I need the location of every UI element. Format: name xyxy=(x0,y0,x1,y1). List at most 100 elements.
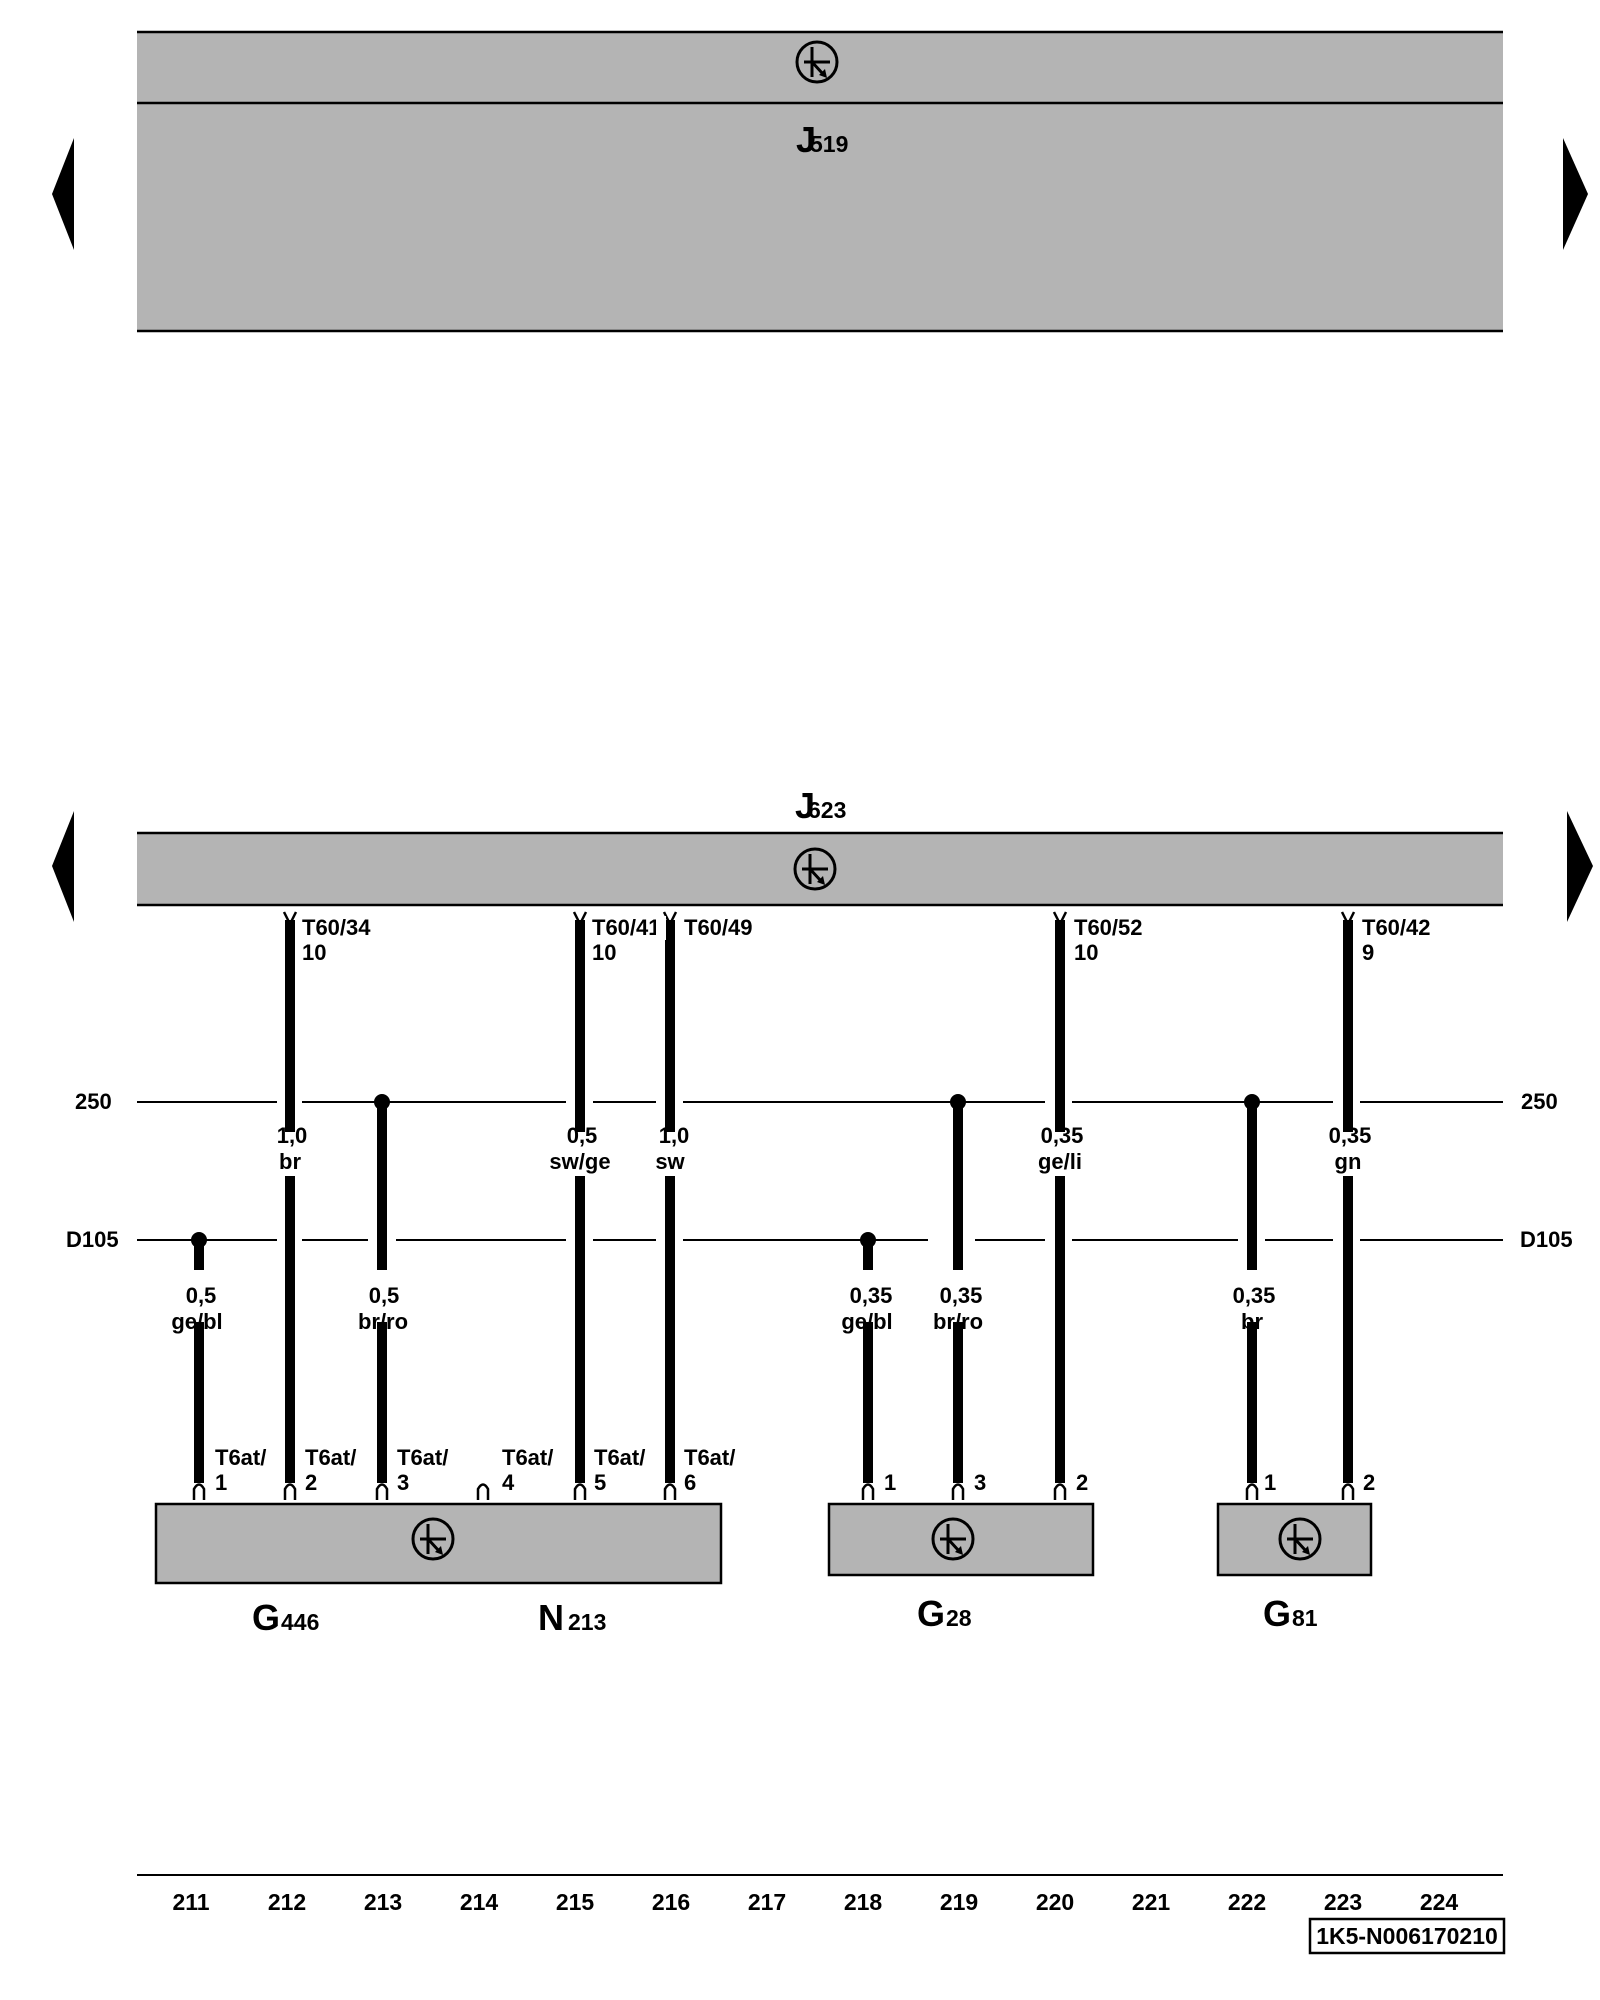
diagram-code-box: 1K5-N006170210 xyxy=(1308,1917,1506,1955)
ecu-pin-num: 10 xyxy=(302,940,326,965)
wire-gauge: 0,35 xyxy=(1329,1123,1372,1148)
reference-label-250: 250 xyxy=(1521,1089,1558,1114)
connector-pin-number: 2 xyxy=(305,1470,317,1495)
ecu-pin-id: T60/42 xyxy=(1362,915,1431,940)
connector-pin-number: 1 xyxy=(215,1470,227,1495)
column-number: 223 xyxy=(1324,1889,1362,1915)
reference-label-d105: D105 xyxy=(1520,1227,1573,1252)
component-number: 28 xyxy=(946,1605,972,1631)
column-number: 220 xyxy=(1036,1889,1074,1915)
connector-pin-number: 2 xyxy=(1076,1470,1088,1495)
ecu-pin-id: T60/49 xyxy=(684,915,753,940)
column-number: 215 xyxy=(556,1889,595,1915)
component-g81 xyxy=(1216,1502,1373,1577)
module-letter: J xyxy=(796,119,816,160)
wire-gauge: 0,35 xyxy=(940,1283,983,1308)
connector-pin-number: 1 xyxy=(1264,1470,1276,1495)
wires xyxy=(194,920,1353,1483)
module-j519: J 519 xyxy=(137,30,1503,333)
connector-pin-number: 4 xyxy=(502,1470,515,1495)
module-number: 623 xyxy=(808,797,846,823)
wire-gauge: 1,0 xyxy=(659,1123,690,1148)
module-letter: J xyxy=(795,785,815,826)
ecu-pin-labels: T60/34 10 T60/41 10 T60/49 T60/52 10 T60… xyxy=(302,915,1431,965)
component-number: 81 xyxy=(1292,1605,1318,1631)
connector-pin-prefix: T6at/ xyxy=(502,1445,553,1470)
column-number: 217 xyxy=(748,1889,786,1915)
wire-color: br xyxy=(279,1149,301,1174)
column-number: 213 xyxy=(364,1889,402,1915)
ecu-plug-symbols xyxy=(282,910,1356,926)
wire-gauge: 0,5 xyxy=(186,1283,217,1308)
component-number: 213 xyxy=(568,1609,606,1635)
wire-labels-upper: 1,0 br 0,5 sw/ge 1,0 sw 0,35 ge/li 0,35 … xyxy=(277,1123,1372,1174)
component-plug-symbols xyxy=(192,1483,1355,1502)
component-g446-n213 xyxy=(154,1502,723,1585)
wire-color: br xyxy=(1241,1309,1263,1334)
wire-gauge: 0,5 xyxy=(369,1283,400,1308)
column-numbers: 211 212 213 214 215 216 217 218 219 220 221 222 223 2… xyxy=(172,1889,1458,1915)
reference-label-250: 250 xyxy=(75,1089,112,1114)
splice-point xyxy=(950,1094,966,1110)
component-letter: N xyxy=(538,1597,564,1638)
connector-pin-number: 6 xyxy=(684,1470,696,1495)
wire-color: sw xyxy=(655,1149,685,1174)
splice-point xyxy=(191,1232,207,1248)
wire-gauge: 0,35 xyxy=(850,1283,893,1308)
splice-dots xyxy=(191,1094,1260,1248)
connector-pin-number: 5 xyxy=(594,1470,606,1495)
column-number: 222 xyxy=(1228,1889,1266,1915)
ecu-pin-id: T60/34 xyxy=(302,915,371,940)
wire-color: sw/ge xyxy=(549,1149,610,1174)
column-number: 211 xyxy=(172,1889,209,1915)
column-number: 216 xyxy=(652,1889,690,1915)
column-number: 221 xyxy=(1132,1889,1171,1915)
wire-labels-lower: 0,5 ge/bl 0,5 br/ro 0,35 ge/bl 0,35 br/r… xyxy=(171,1283,1275,1334)
page-prev-arrow-icon[interactable] xyxy=(52,138,74,250)
connector-pin-number: 3 xyxy=(397,1470,409,1495)
component-letter: G xyxy=(252,1597,280,1638)
component-g28 xyxy=(827,1502,1095,1577)
column-number: 218 xyxy=(844,1889,883,1915)
svg-text:J: J xyxy=(796,119,816,160)
wire-color: br/ro xyxy=(933,1309,983,1334)
splice-point xyxy=(374,1094,390,1110)
wire-gauge: 0,35 xyxy=(1233,1283,1276,1308)
module-number: 519 xyxy=(810,131,848,157)
ecu-pin-num: 9 xyxy=(1362,940,1374,965)
connector-pin-prefix: T6at/ xyxy=(594,1445,645,1470)
ecu-pin-num: 10 xyxy=(1074,940,1098,965)
connector-pin-prefix: T6at/ xyxy=(215,1445,266,1470)
splice-point xyxy=(860,1232,876,1248)
ecu-pin-id: T60/52 xyxy=(1074,915,1143,940)
wire-color: ge/bl xyxy=(171,1309,222,1334)
wire-gauge: 1,0 xyxy=(277,1123,308,1148)
connector-pin-number: 2 xyxy=(1363,1470,1375,1495)
column-number: 224 xyxy=(1420,1889,1459,1915)
connector-pin-labels: T6at/ 1 T6at/ 2 T6at/ 3 T6at/ 4 T6at/ 5 … xyxy=(215,1445,1375,1495)
component-letter: G xyxy=(917,1593,945,1634)
wire-color: gn xyxy=(1335,1149,1362,1174)
column-number: 214 xyxy=(460,1889,499,1915)
reference-label-d105: D105 xyxy=(66,1227,119,1252)
wire-color: br/ro xyxy=(358,1309,408,1334)
page-prev-arrow-icon[interactable] xyxy=(52,811,74,922)
wire-color: ge/li xyxy=(1038,1149,1082,1174)
page-next-arrow-icon[interactable] xyxy=(1567,811,1593,922)
connector-pin-number: 1 xyxy=(884,1470,896,1495)
diagram-code: 1K5-N006170210 xyxy=(1316,1923,1498,1949)
connector-pin-number: 3 xyxy=(974,1470,986,1495)
component-labels: G 446 N 213 G 28 G 81 xyxy=(252,1593,1318,1638)
column-number: 219 xyxy=(940,1889,978,1915)
wire-gauge: 0,5 xyxy=(567,1123,598,1148)
wire-gauge: 0,35 xyxy=(1041,1123,1084,1148)
ecu-pin-id: T60/41 xyxy=(592,915,661,940)
page-next-arrow-icon[interactable] xyxy=(1563,138,1588,250)
module-j623: J 623 xyxy=(137,785,1503,907)
connector-pin-prefix: T6at/ xyxy=(397,1445,448,1470)
component-number: 446 xyxy=(281,1609,319,1635)
column-number: 212 xyxy=(268,1889,306,1915)
wire-color: ge/bl xyxy=(841,1309,892,1334)
connector-pin-prefix: T6at/ xyxy=(305,1445,356,1470)
